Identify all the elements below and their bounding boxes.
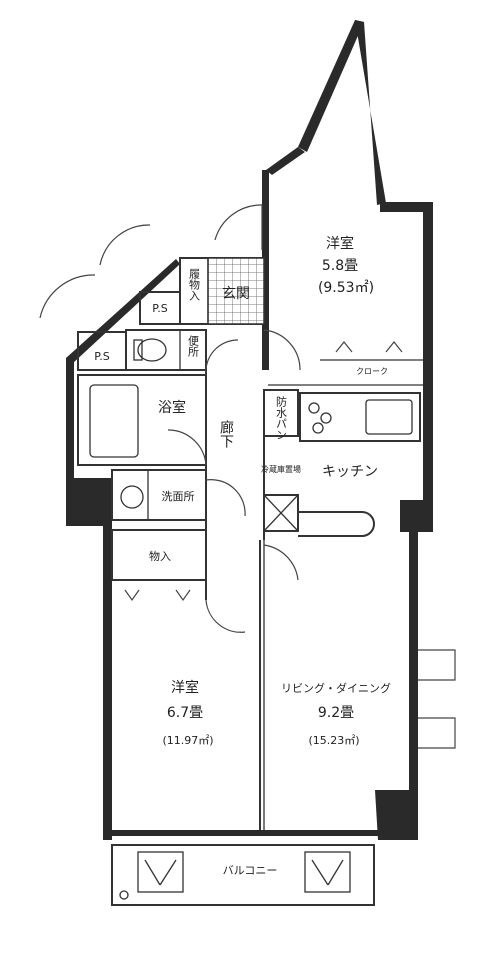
room-labels: 洋室 5.8畳 (9.53㎡) 玄関 履物入 P.S P.S 便所 クローク 浴…: [94, 235, 391, 877]
ps-upper-label: P.S: [152, 302, 167, 315]
western-top-name: 洋室: [326, 235, 354, 252]
balcony-label: バルコニー: [223, 864, 278, 877]
western-bottom-name: 洋室: [171, 679, 199, 696]
bath-label: 浴室: [158, 399, 186, 416]
entrance-label: 玄関: [222, 285, 250, 302]
washroom-label: 洗面所: [162, 490, 195, 503]
shoe-storage-label: 履物入: [188, 268, 201, 301]
storage-label: 物入: [149, 549, 171, 563]
closet-label: クローク: [356, 367, 388, 376]
living-area: (15.23㎡): [308, 734, 359, 747]
western-top-size: 5.8畳: [322, 258, 358, 274]
inner-walls: [77, 257, 423, 906]
western-bottom-size: 6.7畳: [167, 705, 203, 721]
living-size: 9.2畳: [318, 705, 354, 721]
hallway-label: 廊下: [218, 419, 234, 448]
western-top-area: (9.53㎡): [318, 280, 374, 296]
waterproof-pan-label: 防水パン: [275, 395, 288, 440]
kitchen-label: キッチン: [322, 464, 378, 480]
fridge-space-label: 冷蔵庫置場: [261, 464, 301, 474]
ps-lower-label: P.S: [94, 350, 109, 363]
living-name: リビング・ダイニング: [281, 681, 391, 695]
outer-walls: [66, 20, 433, 840]
western-bottom-area: (11.97㎡): [162, 734, 213, 747]
toilet-label: 便所: [187, 335, 200, 358]
doors: [39, 204, 456, 749]
